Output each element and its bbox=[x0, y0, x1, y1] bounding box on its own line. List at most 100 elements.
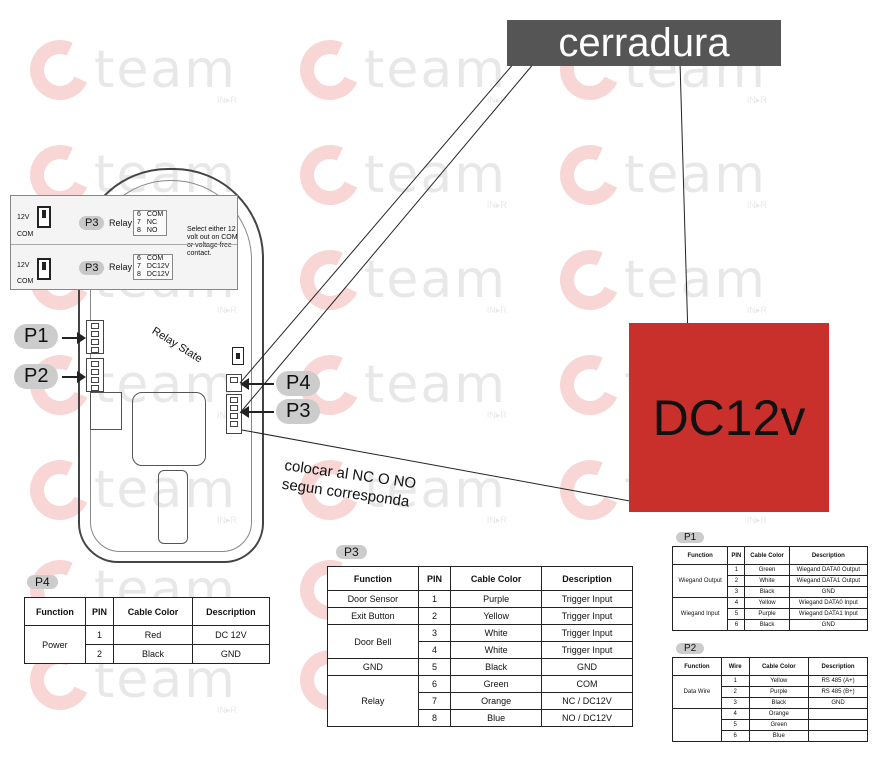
table-cell: 1 bbox=[720, 675, 750, 687]
table-cell: NO / DC12V bbox=[541, 709, 633, 727]
pin-function: COM bbox=[146, 211, 164, 218]
table-cell: DC 12V bbox=[191, 625, 271, 645]
table-cell: Green bbox=[450, 675, 542, 693]
panel-top-relay-label: Relay bbox=[109, 218, 133, 228]
pin-function: DC12V bbox=[146, 271, 170, 278]
panel-note: Select either 12 volt out on COM or volt… bbox=[187, 226, 238, 257]
function-cell: Wiegand Output bbox=[671, 564, 729, 598]
column-header: Cable Color bbox=[450, 566, 542, 591]
column-header: Description bbox=[541, 566, 633, 591]
table-cell: Purple bbox=[748, 686, 810, 698]
table-cell: 6 bbox=[727, 619, 746, 631]
pin-number: 8 bbox=[137, 271, 141, 278]
column-header: Function bbox=[672, 657, 722, 676]
table-cell bbox=[808, 730, 868, 742]
table-cell: Wiegand DATA0 Output bbox=[788, 564, 869, 576]
table-cell: COM bbox=[541, 675, 633, 693]
table-cell: Trigger Input bbox=[541, 624, 633, 642]
panel-top-jumper-switch bbox=[37, 206, 51, 228]
table-cell: 8 bbox=[417, 709, 452, 727]
column-header: Description bbox=[191, 597, 271, 626]
table-cell: RS 485 (B+) bbox=[808, 686, 868, 698]
function-cell: Wiegand Input bbox=[671, 597, 729, 631]
pin-function: NC bbox=[146, 219, 158, 226]
table-cell: 6 bbox=[417, 675, 452, 693]
table-cell: Black bbox=[748, 697, 810, 709]
table-cell: 1 bbox=[417, 590, 452, 608]
line-cerradura-to-p3 bbox=[239, 61, 536, 414]
table-cell bbox=[808, 708, 868, 720]
column-header: Function bbox=[327, 566, 419, 591]
device-outline bbox=[78, 168, 264, 563]
table-cell: 2 bbox=[417, 607, 452, 625]
pin-function: COM bbox=[146, 255, 164, 262]
table-cell: Orange bbox=[450, 692, 542, 710]
table-cell: Trigger Input bbox=[541, 607, 633, 625]
p1-port-label: P1 bbox=[14, 324, 59, 349]
function-cell bbox=[672, 708, 722, 742]
p4-arrow bbox=[240, 378, 274, 390]
table-cell: 4 bbox=[720, 708, 750, 720]
table-cell: 4 bbox=[417, 641, 452, 659]
table-cell: Orange bbox=[748, 708, 810, 720]
p3-port-label: P3 bbox=[276, 399, 321, 424]
table-cell: Black bbox=[744, 619, 790, 631]
table-cell: GND bbox=[788, 586, 869, 598]
column-header: Function bbox=[24, 597, 86, 626]
column-header: PIN bbox=[417, 566, 452, 591]
p2-connector bbox=[86, 358, 104, 392]
function-cell: Relay bbox=[327, 675, 419, 727]
table-cell: 2 bbox=[720, 686, 750, 698]
relay-state-switch bbox=[232, 347, 244, 365]
device-sensor bbox=[158, 470, 188, 544]
panel-divider bbox=[11, 244, 237, 245]
panel-top-com-label: COM bbox=[17, 231, 34, 238]
function-cell: Door Bell bbox=[327, 624, 419, 659]
column-header: PIN bbox=[84, 597, 115, 626]
table-cell: GND bbox=[541, 658, 633, 676]
function-cell: Door Sensor bbox=[327, 590, 419, 608]
table-cell: Blue bbox=[450, 709, 542, 727]
table-cell bbox=[808, 719, 868, 731]
p3-arrow bbox=[240, 406, 274, 418]
table-cell: 3 bbox=[727, 586, 746, 598]
table-cell: Black bbox=[113, 644, 193, 664]
table-cell: NC / DC12V bbox=[541, 692, 633, 710]
table-cell: Trigger Input bbox=[541, 641, 633, 659]
table-cell: 6 bbox=[720, 730, 750, 742]
panel-bottom-p3-badge: P3 bbox=[79, 261, 105, 275]
table-cell: Red bbox=[113, 625, 193, 645]
table-cell: Purple bbox=[450, 590, 542, 608]
p2-arrow bbox=[62, 371, 86, 383]
pin-function: DC12V bbox=[146, 263, 170, 270]
table-cell: 5 bbox=[727, 608, 746, 620]
table-cell: 2 bbox=[727, 575, 746, 587]
pin-number: 8 bbox=[137, 227, 141, 234]
table-cell: White bbox=[450, 624, 542, 642]
function-cell: GND bbox=[327, 658, 419, 676]
table-cell: White bbox=[744, 575, 790, 587]
table-cell: 1 bbox=[727, 564, 746, 576]
table-cell: 1 bbox=[84, 625, 115, 645]
device-keypad bbox=[132, 392, 206, 466]
column-header: Description bbox=[808, 657, 868, 676]
panel-top-p3-badge: P3 bbox=[79, 216, 105, 230]
table-cell: GND bbox=[788, 619, 869, 631]
panel-bottom-com-label: COM bbox=[17, 278, 34, 285]
